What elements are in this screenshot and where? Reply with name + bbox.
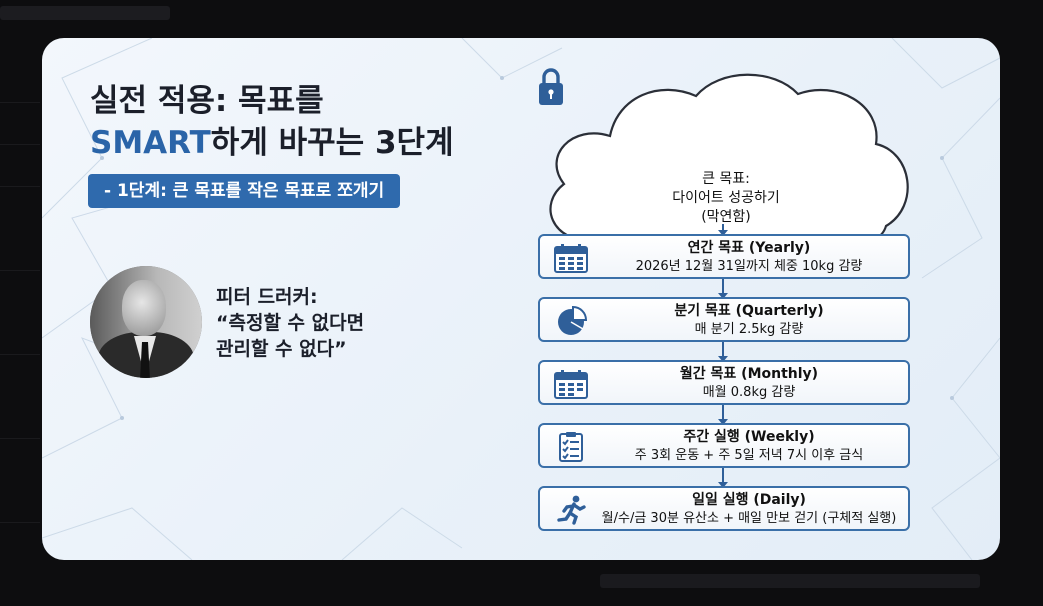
big-goal-title: 다이어트 성공하기 bbox=[672, 190, 780, 206]
lock-icon bbox=[539, 68, 563, 105]
pie-chart-icon bbox=[558, 306, 588, 335]
avatar bbox=[90, 266, 202, 378]
background-line bbox=[0, 354, 40, 355]
stage-title: 분기 목표 (Quarterly) bbox=[674, 303, 824, 319]
flow-arrow bbox=[718, 279, 728, 299]
slide: 실전 적용: 목표를 SMART하게 바꾸는 3단계 - 1단계: 큰 목표를 … bbox=[42, 38, 1000, 560]
background-line bbox=[0, 102, 40, 103]
stage-weekly: 주간 실행 (Weekly) 주 3회 운동 + 주 5일 저녁 7시 이후 금… bbox=[538, 423, 910, 468]
stage-title: 일일 실행 (Daily) bbox=[692, 492, 806, 508]
checklist-icon bbox=[559, 432, 583, 462]
flow-arrow bbox=[718, 405, 728, 425]
flow-arrow bbox=[718, 342, 728, 362]
stage-quarterly: 분기 목표 (Quarterly) 매 분기 2.5kg 감량 bbox=[538, 297, 910, 342]
page-title: 실전 적용: 목표를 SMART하게 바꾸는 3단계 bbox=[90, 80, 454, 164]
stage-title: 월간 목표 (Monthly) bbox=[679, 366, 819, 382]
background-top-fragment bbox=[0, 6, 170, 20]
calendar-icon bbox=[554, 370, 588, 399]
big-goal-note: (막연함) bbox=[701, 209, 751, 225]
stage-description: 주 3회 운동 + 주 5일 저녁 7시 이후 금식 bbox=[634, 448, 864, 463]
quote-line: “측정할 수 없다면 bbox=[216, 312, 365, 334]
stage-daily: 일일 실행 (Daily) 월/수/금 30분 유산소 + 매일 만보 걷기 (… bbox=[538, 486, 910, 531]
stage-description: 2026년 12월 31일까지 체중 10kg 감량 bbox=[635, 259, 863, 274]
stage-monthly: 월간 목표 (Monthly) 매월 0.8kg 감량 bbox=[538, 360, 910, 405]
stage-description: 매월 0.8kg 감량 bbox=[702, 385, 796, 400]
flow-arrow bbox=[718, 224, 728, 236]
title-line1: 실전 적용: 목표를 bbox=[90, 83, 324, 119]
background-line bbox=[0, 438, 40, 439]
title-highlight: SMART bbox=[90, 125, 211, 161]
background-line bbox=[0, 270, 40, 271]
big-goal-label: 큰 목표: bbox=[702, 171, 750, 187]
quote-speaker: 피터 드러커: bbox=[216, 286, 318, 308]
title-rest: 하게 바꾸는 3단계 bbox=[210, 125, 454, 161]
stage-title: 연간 목표 (Yearly) bbox=[687, 240, 811, 256]
big-goal-cloud: 큰 목표: 다이어트 성공하기 (막연함) bbox=[536, 66, 916, 246]
background-line bbox=[0, 186, 40, 187]
stage-description: 월/수/금 30분 유산소 + 매일 만보 걷기 (구체적 실행) bbox=[601, 511, 897, 526]
calendar-icon bbox=[554, 244, 588, 273]
stage-description: 매 분기 2.5kg 감량 bbox=[694, 322, 804, 337]
background-line bbox=[0, 144, 40, 145]
quote-line: 관리할 수 없다” bbox=[216, 338, 347, 360]
background-line bbox=[0, 522, 40, 523]
running-person-icon bbox=[557, 495, 586, 525]
stage-title: 주간 실행 (Weekly) bbox=[683, 429, 815, 445]
step-badge: - 1단계: 큰 목표를 작은 목표로 쪼개기 bbox=[88, 174, 401, 208]
flow-arrow bbox=[718, 468, 728, 488]
quote-block: 피터 드러커: “측정할 수 없다면 관리할 수 없다” bbox=[216, 284, 364, 362]
stage-yearly: 연간 목표 (Yearly) 2026년 12월 31일까지 체중 10kg 감… bbox=[538, 234, 910, 279]
background-caption-fragment bbox=[600, 574, 980, 588]
